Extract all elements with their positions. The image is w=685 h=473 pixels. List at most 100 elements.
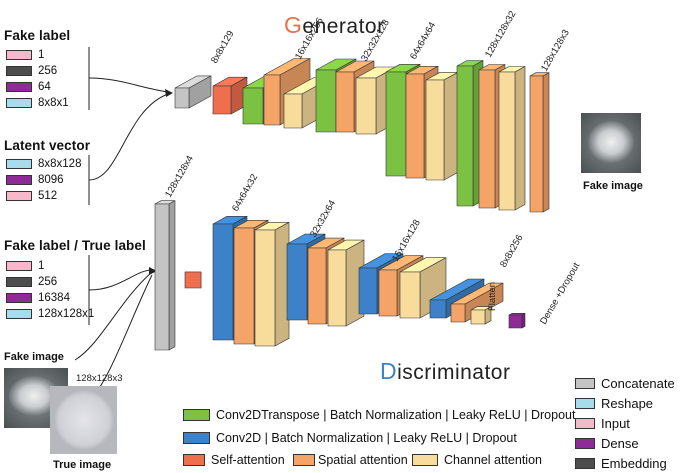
list-item-label: 256	[38, 65, 58, 77]
legend-spatial-attention-label: Spatial attention	[318, 452, 408, 467]
legend-concatenate: Concatenate	[575, 376, 675, 391]
discriminator-shape-label: 64x64x32	[230, 172, 260, 213]
disc-self-attention-block	[184, 271, 202, 289]
embedding-swatch	[6, 277, 32, 287]
list-item: 128x128x1	[6, 308, 94, 320]
dense-swatch	[6, 175, 32, 185]
legend-dense-label: Dense	[601, 436, 639, 451]
arrow-fake-label	[88, 77, 169, 93]
list-item-label: 8096	[38, 174, 64, 186]
dense-dropout-label: Dense +Dropout	[538, 261, 582, 327]
arrowheads	[149, 89, 173, 275]
reshape-swatch	[575, 398, 595, 409]
embedding-swatch	[575, 458, 595, 469]
discriminator-blocks	[154, 200, 526, 351]
legend-dense: Dense	[575, 436, 639, 451]
generator-shape-label: 8x8x129	[209, 29, 236, 66]
generator-shape-label: 64x64x64	[408, 20, 438, 61]
legend-channel-attention: Channel attention	[412, 452, 542, 467]
legend-channel-attention-label: Channel attention	[444, 452, 542, 467]
list-item: 256	[6, 65, 57, 77]
list-item-label: 1	[38, 49, 45, 61]
arrow-disc-label	[88, 269, 153, 291]
input-true-image	[50, 386, 117, 454]
disc-stage4-channel	[470, 306, 492, 325]
disc-label-title: Fake label / True label	[4, 238, 146, 253]
gen-stage3-channel	[425, 72, 459, 181]
dense-swatch	[6, 293, 32, 303]
input-swatch	[6, 191, 32, 201]
list-item-label: 128x128x1	[38, 308, 95, 320]
legend-spatial-attention: Spatial attention	[293, 452, 408, 467]
list-item: 16384	[6, 292, 70, 304]
legend-input: Input	[575, 416, 630, 431]
legend-conv2d-transpose-label: Conv2DTranspose | Batch Normalization | …	[216, 407, 576, 422]
list-item: 8x8x128	[6, 158, 81, 170]
legend-reshape: Reshape	[575, 396, 653, 411]
generator-title: Generator	[284, 12, 385, 39]
flatten-label: Flatten	[487, 282, 498, 311]
discriminator-shape-label: 32x32x64	[308, 198, 338, 239]
list-item: 64	[6, 81, 51, 93]
generator-title-rest: enerator	[302, 15, 385, 38]
legend-input-label: Input	[601, 416, 630, 431]
list-item-label: 512	[38, 190, 58, 202]
reshape-swatch	[6, 159, 32, 169]
list-item-label: 256	[38, 276, 58, 288]
generator-title-initial: G	[284, 12, 303, 38]
embedding-swatch	[6, 66, 32, 76]
reshape-swatch	[6, 98, 32, 108]
list-item-label: 64	[38, 81, 51, 93]
self-attention-swatch	[183, 453, 205, 466]
concatenate-swatch	[575, 378, 595, 389]
discriminator-shape-label: 8x8x256	[498, 233, 525, 270]
fake-image-input-caption: Fake image	[4, 351, 64, 363]
generator-shape-label: 128x128x3	[539, 28, 572, 74]
gen-concatenate-block	[174, 75, 212, 109]
list-item: 256	[6, 276, 57, 288]
legend-conv2d-label: Conv2D | Batch Normalization | Leaky ReL…	[216, 430, 517, 445]
discriminator-title-initial: D	[380, 358, 398, 384]
disc-stage1-channel	[254, 222, 290, 347]
channel-attention-swatch	[412, 453, 438, 466]
list-item-label: 1	[38, 260, 45, 272]
disc-stage2-channel	[327, 239, 365, 327]
legend-embedding-label: Embedding	[601, 456, 667, 471]
list-item: 8096	[6, 174, 64, 186]
generator-shape-label: 128x128x32	[483, 9, 518, 59]
legend-reshape-label: Reshape	[601, 396, 654, 411]
gen-self-attention-block	[212, 76, 248, 115]
list-item: 1	[6, 260, 44, 272]
discriminator-shape-label: 128x128x4	[163, 154, 196, 200]
disc-concatenate-block	[154, 200, 176, 351]
arrowhead-discriminator	[149, 267, 157, 275]
dense-swatch	[575, 438, 595, 449]
legend-self-attention: Self-attention	[183, 452, 285, 467]
legend-conv2d-transpose: Conv2DTranspose | Batch Normalization | …	[183, 407, 575, 422]
arrow-latent	[88, 93, 169, 181]
legend-self-attention-label: Self-attention	[211, 452, 285, 467]
dense-swatch	[6, 82, 32, 92]
input-swatch	[575, 418, 595, 429]
list-item: 8x8x1	[6, 97, 69, 109]
list-item-label: 16384	[38, 292, 70, 304]
generator-blocks	[174, 58, 550, 213]
legend-conv2d: Conv2D | Batch Normalization | Leaky ReL…	[183, 430, 517, 445]
list-item-label: 8x8x128	[38, 158, 82, 170]
input-swatch	[6, 261, 32, 271]
arrow-fake-image	[74, 271, 153, 361]
spatial-attention-swatch	[293, 453, 315, 466]
list-item-label: 8x8x1	[38, 97, 69, 109]
legend-embedding: Embedding	[575, 456, 667, 471]
fake-label-title: Fake label	[4, 28, 71, 43]
legend-concatenate-label: Concatenate	[601, 376, 675, 391]
disc-dense-block	[508, 313, 526, 329]
list-item: 512	[6, 190, 57, 202]
discriminator-title-rest: iscriminator	[397, 361, 511, 384]
latent-vector-title: Latent vector	[4, 138, 91, 153]
reshape-swatch	[6, 309, 32, 319]
generator-shape-label: 32x32x128	[359, 18, 392, 64]
gen-stage4-channel	[498, 66, 526, 211]
input-shape-label: 128x128x3	[76, 373, 122, 384]
